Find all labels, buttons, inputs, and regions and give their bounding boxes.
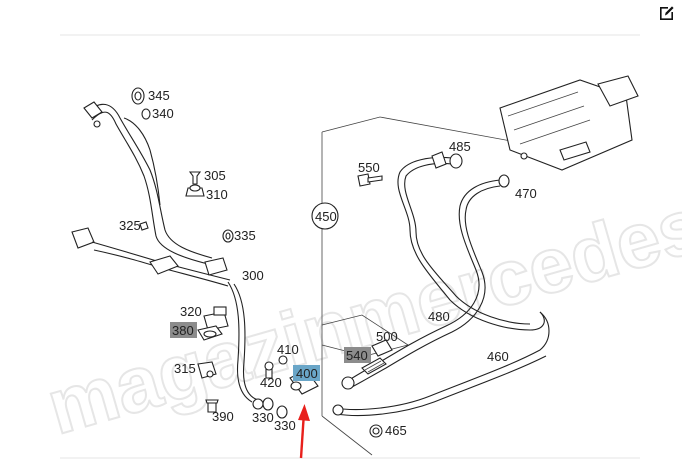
part-465 [369, 424, 383, 438]
callout-540: 540 [346, 348, 368, 363]
callout-300: 300 [242, 268, 264, 283]
edit-pencil-icon[interactable] [658, 4, 676, 22]
callout-550: 550 [358, 160, 380, 175]
callout-380: 380 [172, 323, 194, 338]
part-310 [185, 184, 205, 197]
callout-380-highlight [170, 322, 197, 338]
part-500 [371, 339, 393, 357]
callout-485: 485 [449, 139, 471, 154]
callout-320: 320 [180, 304, 202, 319]
part-410 [278, 355, 288, 365]
part-485 [449, 153, 463, 169]
part-305 [188, 171, 202, 185]
part-390 [205, 399, 219, 413]
callout-305: 305 [204, 168, 226, 183]
callout-310: 310 [206, 187, 228, 202]
part-335 [222, 229, 234, 243]
callout-480: 480 [428, 309, 450, 324]
callout-315: 315 [174, 361, 196, 376]
part-330-b [276, 405, 288, 419]
part-540 [361, 357, 387, 375]
part-550 [357, 173, 383, 187]
callout-325: 325 [119, 218, 141, 233]
callout-450: 450 [315, 209, 337, 224]
callout-335: 335 [234, 228, 256, 243]
callout-465: 465 [385, 423, 407, 438]
callout-470: 470 [515, 186, 537, 201]
callout-330-b: 330 [274, 418, 296, 433]
part-345 [131, 87, 145, 105]
heat-exchanger-unit [499, 75, 639, 171]
callout-540-highlight [344, 347, 371, 363]
callout-390: 390 [212, 409, 234, 424]
callout-340: 340 [152, 106, 174, 121]
part-380 [197, 325, 223, 341]
callout-330-a: 330 [252, 410, 274, 425]
part-340 [141, 108, 151, 120]
callout-410: 410 [277, 342, 299, 357]
left-hose-assembly [71, 101, 264, 410]
frame-lines [60, 34, 640, 459]
callout-420: 420 [260, 375, 282, 390]
part-325 [139, 221, 149, 231]
part-315 [197, 361, 217, 379]
callout-500: 500 [376, 329, 398, 344]
callout-400-highlight [293, 365, 320, 381]
watermark-text: magazinmercedes.ru [38, 153, 682, 451]
callout-460: 460 [487, 349, 509, 364]
part-420 [264, 361, 274, 379]
part-470 [498, 174, 510, 188]
callout-400: 400 [296, 366, 318, 381]
callout-345: 345 [148, 88, 170, 103]
part-330-a [262, 397, 274, 411]
red-arrow-indicator [298, 404, 310, 459]
callout-450-circle [311, 202, 339, 230]
part-320 [203, 306, 229, 331]
